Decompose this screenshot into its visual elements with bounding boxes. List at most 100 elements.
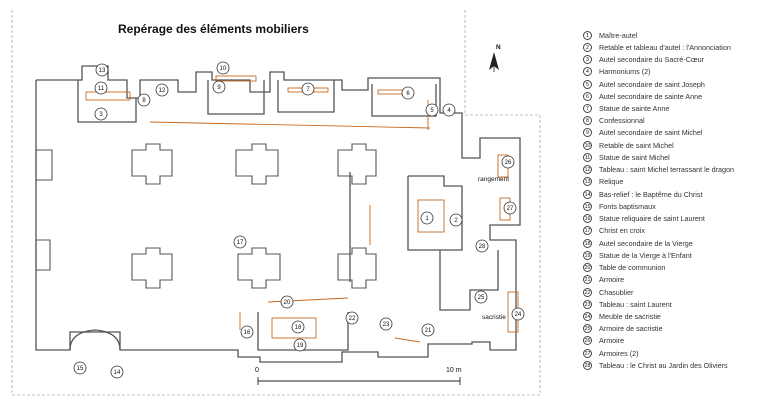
legend-number-badge: 12 — [583, 165, 592, 175]
legend-number-badge: 7 — [583, 104, 592, 114]
legend-number-badge: 13 — [583, 177, 592, 187]
legend-item: 12 Tableau : saint Michel terrassant le d… — [583, 164, 765, 176]
scale-bar — [257, 377, 461, 385]
legend-item: 3 Autel secondaire du Sacré-Cœur — [583, 53, 765, 65]
piers — [35, 143, 377, 289]
legend-item: 15 Fonts baptismaux — [583, 200, 765, 212]
legend-label: Retable de saint Michel — [599, 140, 674, 150]
legend-label: Autel secondaire de saint Joseph — [599, 79, 705, 89]
legend-label: Autel secondaire de la Vierge — [599, 238, 693, 248]
legend-number-badge: 6 — [583, 91, 592, 101]
legend-number-badge: 19 — [583, 250, 592, 260]
legend-number-badge: 21 — [583, 275, 592, 285]
legend-label: Fonts baptismaux — [599, 201, 656, 211]
plan-marker-number: 15 — [77, 366, 84, 372]
plan-marker-number: 10 — [220, 66, 227, 72]
plan-marker — [137, 93, 151, 107]
legend-number-badge: 27 — [583, 348, 592, 358]
legend-number-badge: 10 — [583, 140, 592, 150]
plan-marker-number: 2 — [454, 218, 458, 224]
plan-marker-number: 13 — [99, 68, 106, 74]
legend-label: Armoire de sacristie — [599, 324, 663, 334]
plan-marker — [212, 80, 226, 94]
legend-number-badge: 3 — [583, 55, 592, 65]
plan-marker-number: 19 — [297, 343, 304, 349]
plan-marker-number: 28 — [479, 244, 486, 250]
plan-marker — [421, 323, 435, 337]
legend-label: Christ en croix — [599, 226, 645, 236]
legend-label: Statue de sainte Anne — [599, 104, 670, 114]
plan-marker — [110, 365, 124, 379]
legend-number-badge: 24 — [583, 312, 592, 321]
legend-item: 23 Tableau : saint Laurent — [583, 298, 765, 310]
plan-marker — [501, 155, 515, 169]
plan-marker — [425, 103, 439, 117]
plan-marker-number: 21 — [425, 328, 432, 334]
plan-marker — [240, 325, 254, 339]
plan-marker — [155, 83, 169, 97]
legend-number-badge: 8 — [583, 116, 592, 126]
plan-marker-number: 9 — [217, 85, 221, 91]
legend-item: 10 Retable de saint Michel — [583, 139, 765, 151]
plan-marker-number: 18 — [295, 325, 302, 331]
legend-label: Tableau : le Christ au Jardin des Olivie… — [599, 360, 728, 370]
legend-label: Tableau : saint Laurent — [599, 299, 672, 309]
plan-marker-number: 8 — [142, 98, 146, 104]
plan-marker-number: 12 — [159, 88, 166, 94]
plan-marker — [503, 201, 517, 215]
legend-number-badge: 11 — [583, 152, 592, 162]
plan-marker — [233, 235, 247, 249]
legend-label: Tableau : saint Michel terrassant le dra… — [599, 165, 735, 175]
legend-number-badge: 15 — [583, 201, 592, 211]
legend-number-badge: 22 — [583, 287, 592, 297]
plan-marker — [420, 211, 434, 225]
legend-item: 5 Autel secondaire de saint Joseph — [583, 78, 765, 90]
legend-label: Autel secondaire du Sacré-Cœur — [599, 55, 705, 65]
plan-marker — [216, 61, 230, 75]
plan-marker-number: 23 — [383, 322, 390, 328]
plan-marker-number: 14 — [114, 370, 121, 376]
plan-marker-number: 5 — [430, 108, 434, 114]
plan-marker-number: 4 — [447, 108, 451, 114]
legend-label: Maître-autel — [599, 30, 638, 40]
legend-number-badge: 14 — [583, 189, 592, 199]
plan-marker-number: 17 — [237, 240, 244, 246]
plan-marker-number: 7 — [306, 87, 310, 93]
plan-marker — [280, 295, 294, 309]
plan-marker — [73, 361, 87, 375]
plan-marker — [442, 103, 456, 117]
legend-label: Autel secondaire de sainte Anne — [599, 91, 703, 101]
legend-item: 9 Autel secondaire de saint Michel — [583, 127, 765, 139]
room-label-rangement: rangement — [478, 176, 510, 183]
legend-number-badge: 1 — [583, 30, 592, 40]
legend-item: 6 Autel secondaire de sainte Anne — [583, 90, 765, 102]
legend-number-badge: 26 — [583, 336, 592, 346]
legend-number-badge: 5 — [583, 79, 592, 89]
furniture — [85, 75, 519, 343]
legend-number-badge: 4 — [583, 67, 592, 77]
legend-number-badge: 9 — [583, 128, 592, 138]
legend-number-badge: 16 — [583, 214, 592, 224]
legend-number-badge: 23 — [583, 299, 592, 309]
legend-label: Autel secondaire de saint Michel — [599, 128, 703, 138]
plan-marker-number: 11 — [98, 86, 105, 92]
plan-marker — [301, 82, 315, 96]
legend-label: Statue reliquaire de saint Laurent — [599, 214, 705, 224]
plan-marker — [401, 86, 415, 100]
plan-marker — [475, 239, 489, 253]
